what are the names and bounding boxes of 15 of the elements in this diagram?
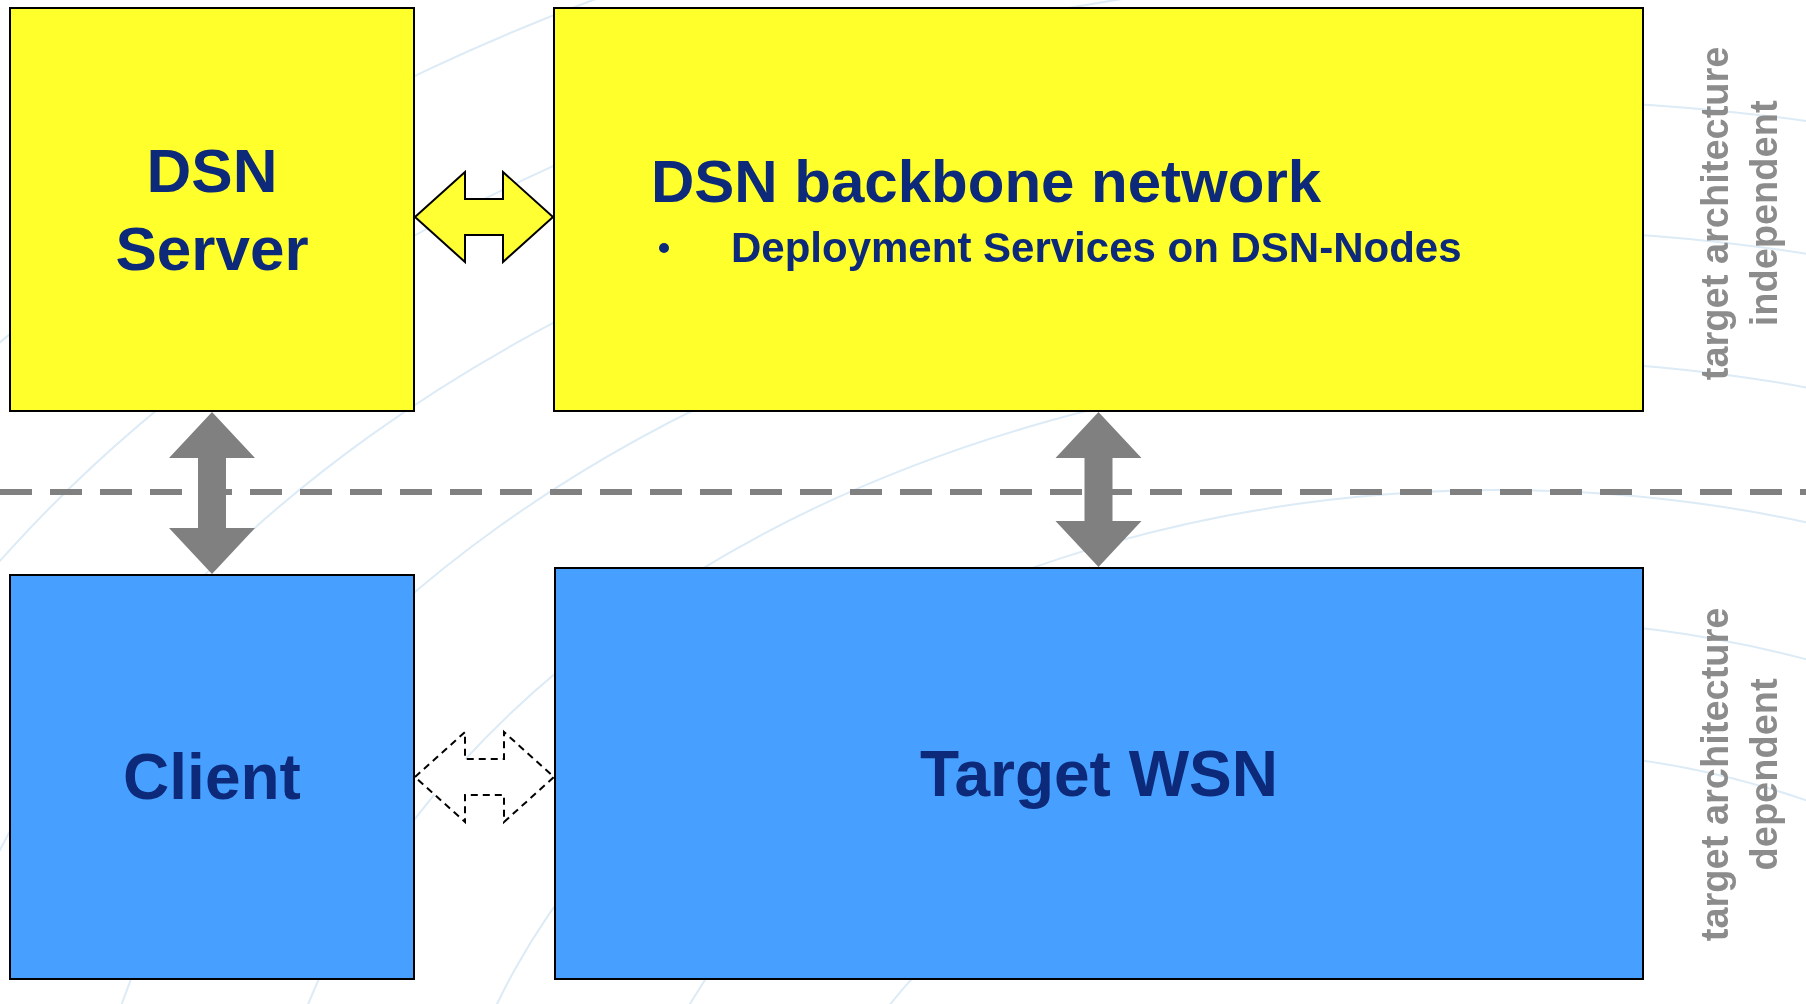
network-box bbox=[554, 567, 1644, 980]
side-label: target architecture independent bbox=[1692, 45, 1786, 383]
network-box bbox=[553, 7, 1644, 412]
double-arrow bbox=[413, 729, 556, 825]
bullet-item: Deployment Services on DSN-Nodes bbox=[731, 223, 1462, 273]
double-arrow bbox=[1055, 412, 1142, 567]
box-title: DSN backbone network bbox=[651, 149, 1323, 215]
double-arrow bbox=[169, 412, 255, 574]
client-box bbox=[9, 574, 415, 980]
server-box bbox=[9, 7, 415, 412]
box-title: Target WSN bbox=[920, 736, 1278, 812]
side-label: target architecture dependent bbox=[1692, 606, 1786, 944]
box-title: Client bbox=[123, 740, 301, 815]
box-title: DSN Server bbox=[114, 135, 310, 285]
double-arrow bbox=[413, 169, 555, 265]
